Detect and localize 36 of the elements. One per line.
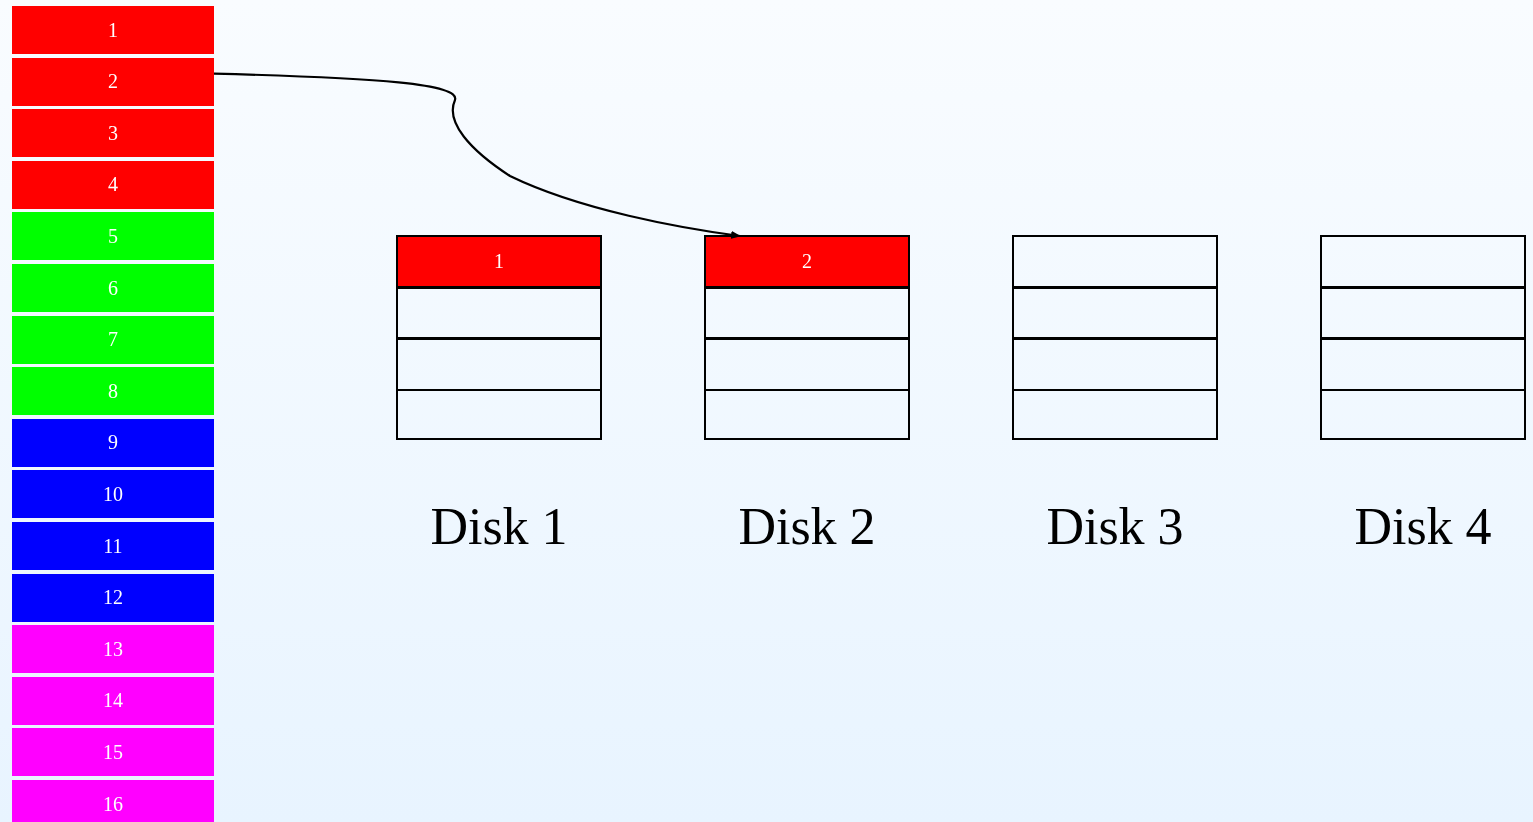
disk-slot: 2: [704, 235, 910, 289]
disk-slot: [396, 337, 602, 392]
disk-slot: [1012, 235, 1218, 289]
stripe-block: 1: [12, 6, 214, 54]
disk-slot: [1320, 337, 1526, 392]
disk-slot: [1012, 388, 1218, 440]
disk-slot: [704, 286, 910, 340]
disk-label: Disk 2: [737, 497, 877, 556]
stripe-block: 15: [12, 728, 214, 777]
disk-slot: [1320, 235, 1526, 289]
disk-slot: [396, 388, 602, 440]
disk-slot: [704, 337, 910, 392]
stripe-block: 12: [12, 573, 214, 622]
stripe-block: 11: [12, 522, 214, 570]
stripe-block: 4: [12, 160, 214, 209]
stripe-block: 8: [12, 367, 214, 416]
stripe-block: 16: [12, 780, 214, 822]
stripe-block: 5: [12, 212, 214, 261]
stripe-block: 7: [12, 315, 214, 364]
stripe-block: 14: [12, 676, 214, 725]
stripe-block: 10: [12, 470, 214, 519]
disk-slot: [1012, 337, 1218, 392]
stripe-block: 3: [12, 109, 214, 158]
disk-slot: [1012, 286, 1218, 340]
disk-slot: [1320, 388, 1526, 440]
disk-slot: [704, 388, 910, 440]
disk-label: Disk 4: [1353, 497, 1493, 556]
stripe-block: 13: [12, 625, 214, 674]
stripe-block: 6: [12, 264, 214, 312]
disk-slot: [1320, 286, 1526, 340]
stripe-block: 2: [12, 57, 214, 106]
disk-label: Disk 1: [429, 497, 569, 556]
disk-slot: [396, 286, 602, 340]
disk-label: Disk 3: [1045, 497, 1185, 556]
disk-slot: 1: [396, 235, 602, 289]
stripe-block: 9: [12, 418, 214, 467]
